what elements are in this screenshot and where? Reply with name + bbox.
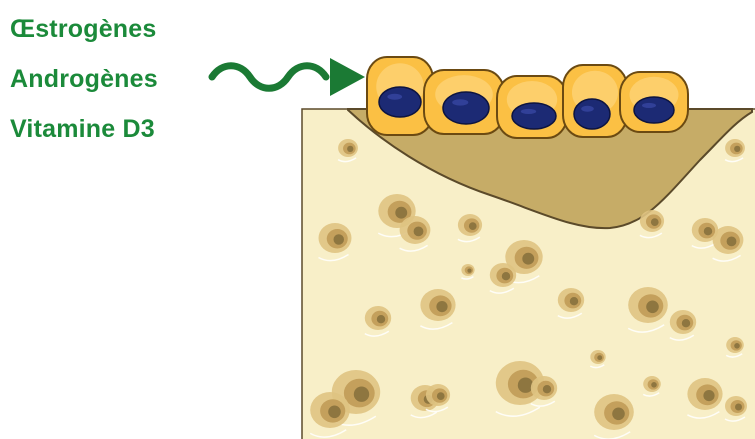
cell-nucleus	[379, 87, 421, 117]
cell-nucleus	[634, 97, 674, 123]
osteoblast-cell	[497, 76, 567, 138]
osteoblast-cell	[563, 65, 627, 137]
osteoblast-cell	[424, 70, 504, 134]
wavy-arrow-icon	[212, 58, 365, 96]
osteoblast-cell	[620, 72, 688, 132]
cell-nucleus	[512, 103, 556, 129]
osteoblast-row	[367, 57, 688, 138]
cell-nucleus	[443, 92, 489, 124]
cell-nucleus	[574, 99, 610, 129]
